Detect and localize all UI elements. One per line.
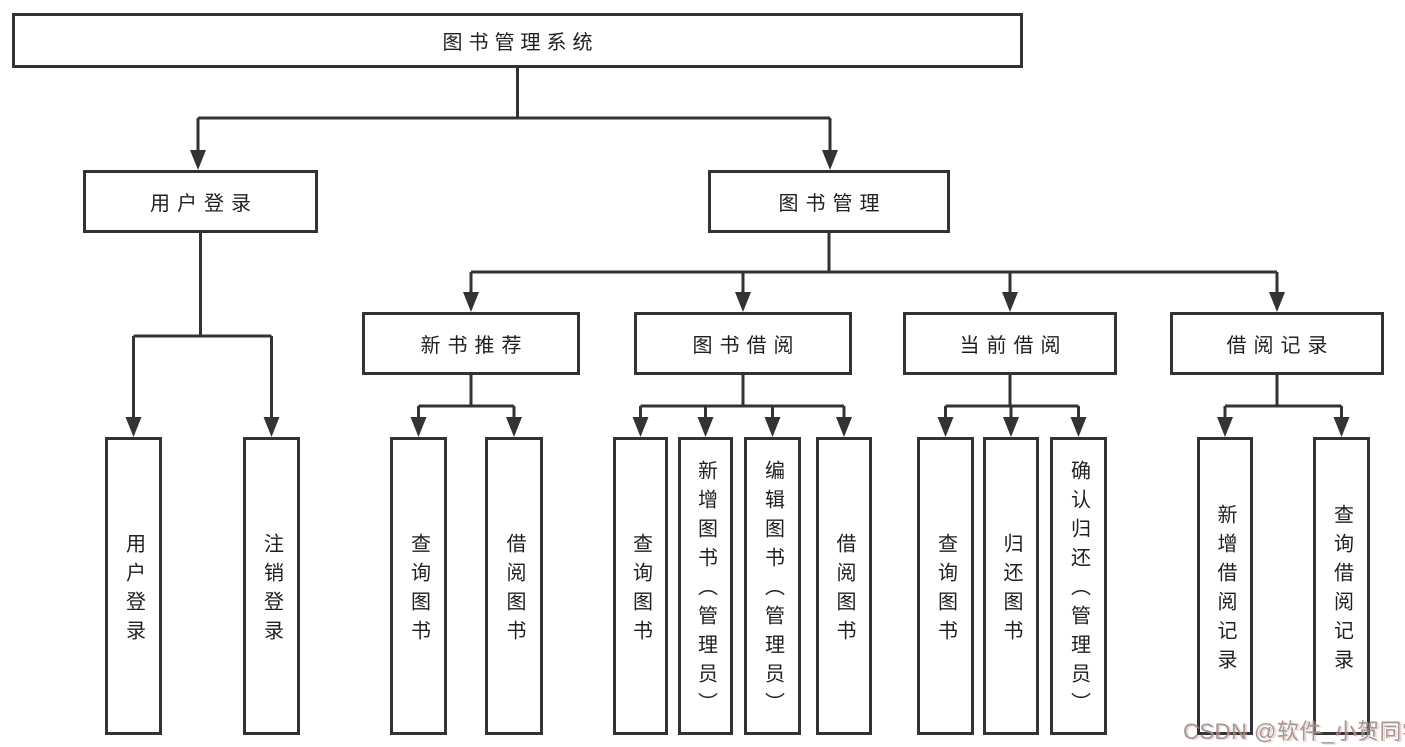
leaf-user-login-label: 用户登录 [122,532,145,649]
leaf-query-borrow-record-label: 查询借阅记录 [1330,503,1353,678]
leaf-confirm-return-admin: 确认归还（管理员） [1050,437,1107,735]
leaf-edit-book-admin: 编辑图书（管理员） [744,437,801,735]
leaf-add-borrow-record-label: 新增借阅记录 [1214,503,1236,678]
leaf-add-book-admin: 新增图书（管理员） [678,437,733,735]
node-borrow-records-label: 借阅记录 [1226,335,1335,357]
leaf-query-books-recommend-label: 查询图书 [407,532,430,649]
leaf-return-book: 归还图书 [983,437,1039,735]
branch-book-management: 图书管理 [708,170,950,233]
leaf-query-books-recommend: 查询图书 [390,437,447,735]
leaf-borrow-books-recommend-label: 借阅图书 [503,532,525,649]
watermark: CSDN @软件_小贺同学 [1183,719,1405,744]
leaf-logout: 注销登录 [243,437,300,735]
branch-user-login: 用户登录 [83,170,318,233]
leaf-edit-book-admin-label: 编辑图书（管理员） [761,460,784,721]
branch-book-management-label: 图书管理 [778,193,887,215]
leaf-borrow-books-borrow-label: 借阅图书 [833,532,855,649]
node-book-borrowing: 图书借阅 [634,312,852,375]
node-borrow-records: 借阅记录 [1170,312,1384,375]
branch-user-login-label: 用户登录 [150,193,258,215]
node-new-book-recommend-label: 新书推荐 [420,335,529,357]
leaf-query-books-borrow: 查询图书 [613,437,668,735]
leaf-query-books-current: 查询图书 [917,437,974,735]
leaf-add-book-admin-label: 新增图书（管理员） [694,460,717,721]
leaf-logout-label: 注销登录 [260,532,283,649]
leaf-borrow-books-recommend: 借阅图书 [485,437,543,735]
node-current-borrowing: 当前借阅 [903,312,1117,375]
leaf-borrow-books-borrow: 借阅图书 [816,437,872,735]
node-current-borrowing-label: 当前借阅 [959,335,1068,357]
node-root: 图书管理系统 [12,13,1023,68]
leaf-return-book-label: 归还图书 [1000,532,1022,649]
leaf-user-login: 用户登录 [105,437,162,735]
leaf-query-books-current-label: 查询图书 [934,532,957,649]
arrowheads [125,150,1350,437]
node-book-borrowing-label: 图书借阅 [692,335,801,357]
node-new-book-recommend: 新书推荐 [362,312,580,375]
node-root-label: 图书管理系统 [442,32,599,54]
leaf-confirm-return-admin-label: 确认归还（管理员） [1067,460,1090,721]
leaf-query-borrow-record: 查询借阅记录 [1313,437,1370,735]
leaf-query-books-borrow-label: 查询图书 [629,532,652,649]
leaf-add-borrow-record: 新增借阅记录 [1197,437,1253,735]
